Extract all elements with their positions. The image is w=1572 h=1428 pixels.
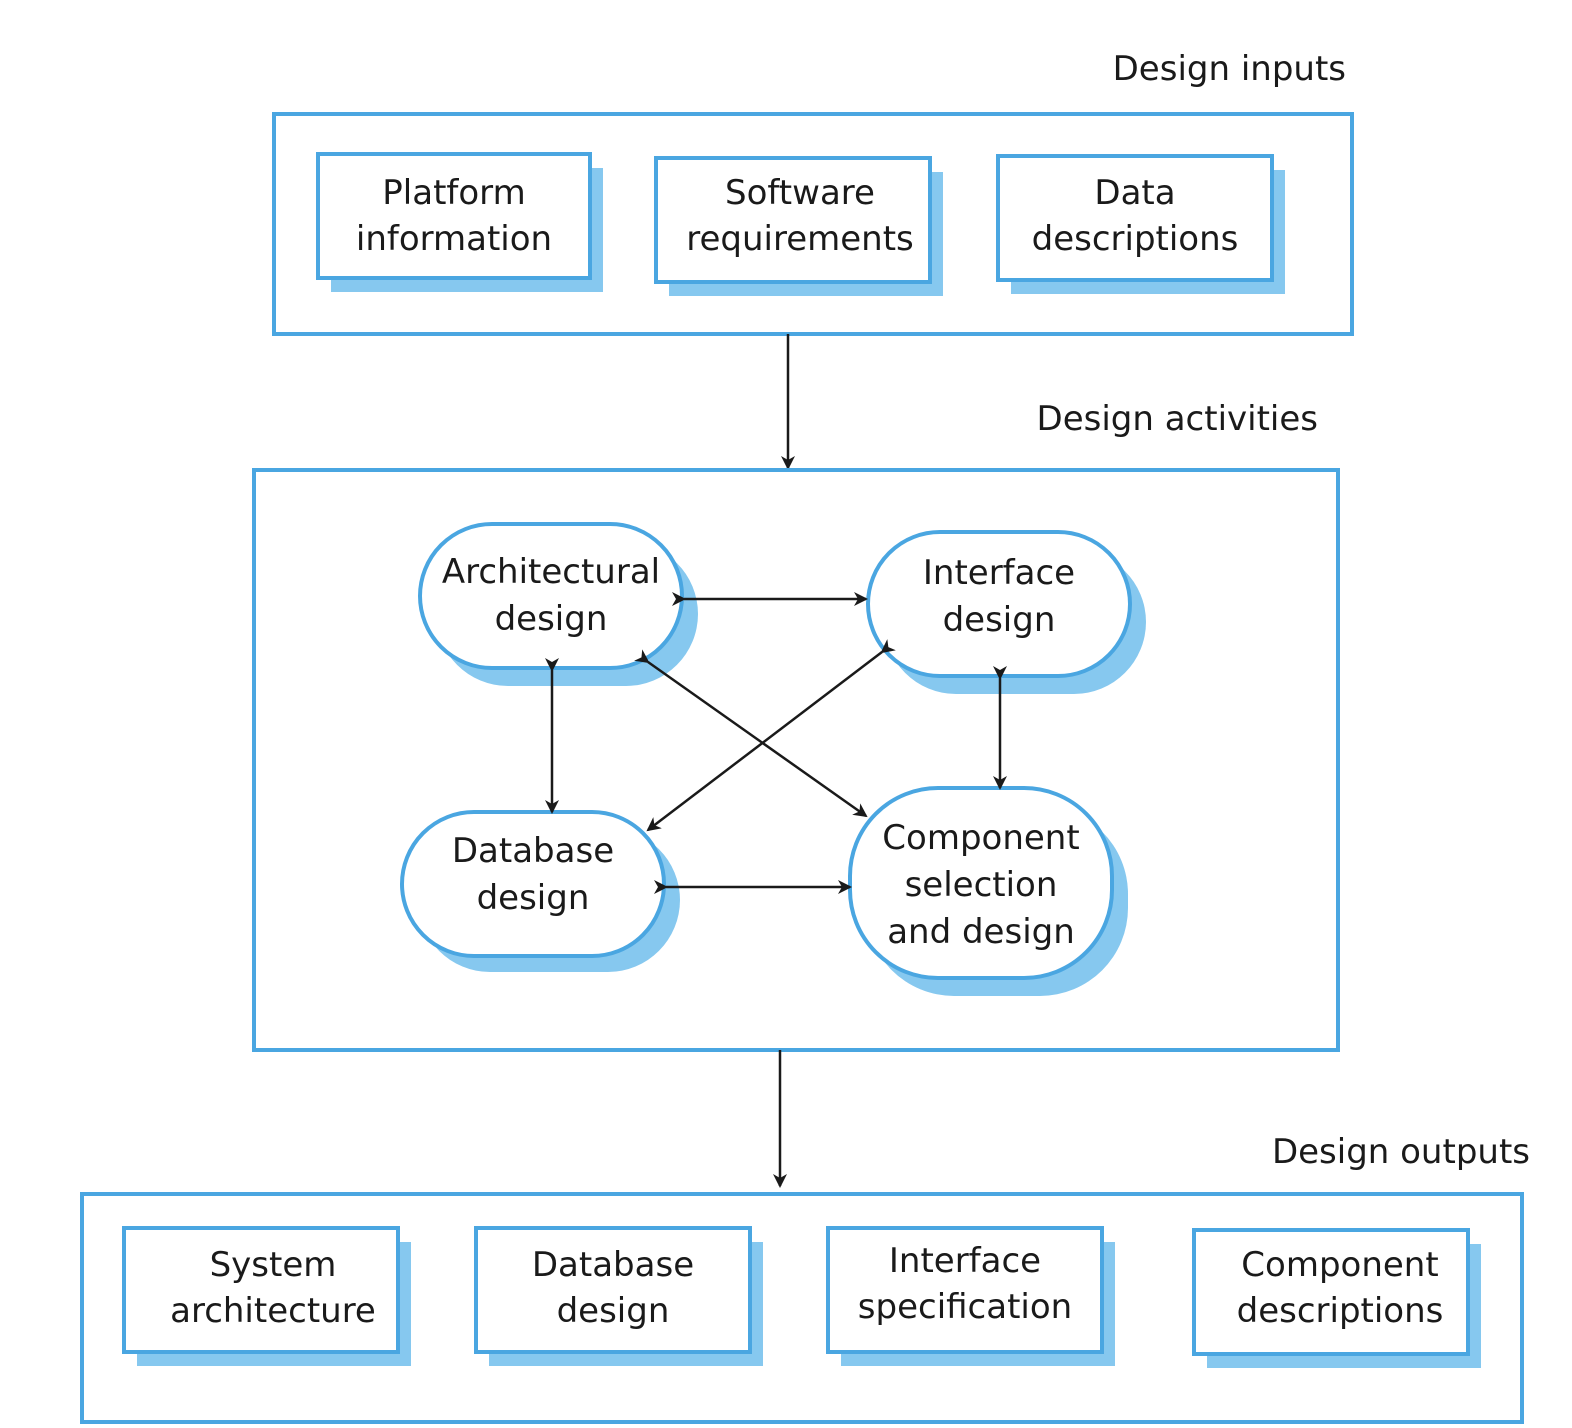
svg-text:design: design	[557, 1291, 670, 1331]
svg-text:Database: Database	[532, 1245, 694, 1285]
svg-text:and design: and design	[887, 912, 1075, 952]
activity-component-selection-design: Component selection and design	[848, 786, 1128, 996]
svg-text:design: design	[943, 600, 1056, 640]
design-activities-frame	[252, 468, 1340, 1052]
svg-text:Software: Software	[725, 173, 875, 213]
svg-text:design: design	[477, 878, 590, 918]
svg-text:Component: Component	[882, 818, 1079, 858]
svg-text:Interface: Interface	[923, 553, 1075, 593]
svg-text:Platform: Platform	[382, 173, 525, 213]
output-interface-specification: Interface specification	[826, 1226, 1115, 1366]
activity-interface-design: Interface design	[866, 530, 1146, 694]
design-inputs-label: Design inputs	[1113, 49, 1346, 89]
output-database-design: Database design	[474, 1226, 763, 1366]
activity-database-design: Database design	[400, 810, 680, 972]
svg-text:descriptions: descriptions	[1032, 219, 1239, 259]
input-data-descriptions: Data descriptions	[996, 154, 1285, 294]
output-system-architecture: System architecture	[122, 1226, 411, 1366]
svg-text:information: information	[356, 219, 552, 259]
design-outputs-label: Design outputs	[1272, 1132, 1530, 1172]
svg-text:Database: Database	[452, 831, 614, 871]
svg-text:descriptions: descriptions	[1237, 1291, 1444, 1331]
svg-text:specification: specification	[858, 1287, 1072, 1327]
svg-text:Architectural: Architectural	[442, 552, 660, 592]
svg-text:Data: Data	[1094, 173, 1175, 213]
link-interface-database	[646, 639, 896, 832]
svg-text:Component: Component	[1241, 1245, 1438, 1285]
input-software-requirements: Software requirements	[654, 156, 943, 296]
input-platform-information: Platform information	[316, 152, 603, 292]
svg-text:System: System	[210, 1245, 337, 1285]
svg-text:architecture: architecture	[170, 1291, 376, 1331]
svg-text:design: design	[495, 599, 608, 639]
activity-architectural-design: Architectural design	[418, 522, 698, 686]
svg-text:selection: selection	[905, 865, 1058, 905]
design-activities-label: Design activities	[1037, 399, 1318, 439]
svg-text:Interface: Interface	[889, 1241, 1041, 1281]
output-component-descriptions: Component descriptions	[1192, 1228, 1481, 1368]
svg-text:requirements: requirements	[686, 219, 914, 259]
